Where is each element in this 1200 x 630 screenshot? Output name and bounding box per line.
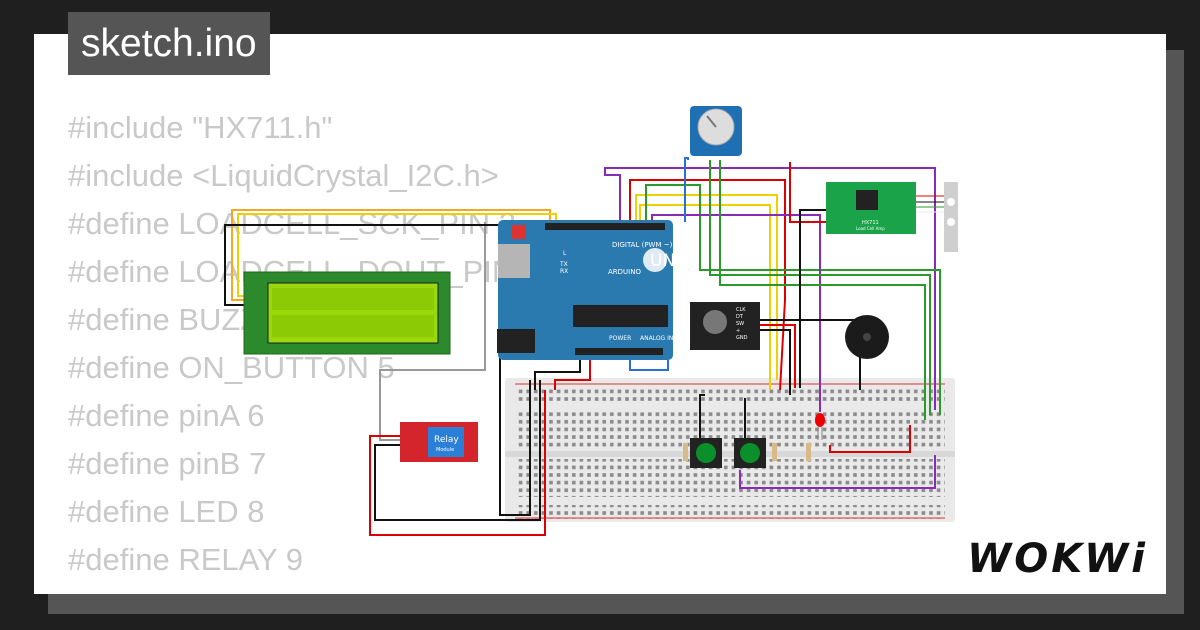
encoder-pin-label: GND (736, 335, 748, 341)
code-line: #define LED 8 (68, 494, 265, 529)
code-line: #define pinA 6 (68, 398, 265, 433)
resistor[interactable] (683, 443, 811, 461)
relay-module[interactable]: Relay Module (400, 422, 478, 462)
arduino-tx-label: TX (559, 261, 568, 268)
arduino-l-label: L (563, 250, 567, 257)
pushbutton-1[interactable] (690, 438, 722, 468)
arduino-board-label: UNO (650, 251, 689, 271)
encoder-pin-label: SW (736, 321, 744, 327)
encoder-pin-label: CLK (736, 307, 746, 313)
encoder-pin-label: DT (736, 314, 744, 320)
hx711-module[interactable]: HX711 Load Cell Amp (826, 182, 916, 234)
code-line: #define ON_BUTTON 5 (68, 350, 395, 385)
code-line: #include "HX711.h" (68, 110, 333, 145)
pushbutton-2[interactable] (734, 438, 766, 468)
wokwi-logo: WOKWi (967, 536, 1148, 582)
encoder-pin-label: + (736, 328, 740, 334)
arduino-analog-label: ANALOG IN (640, 335, 673, 342)
code-line: #include <LiquidCrystal_I2C.h> (68, 158, 499, 193)
relay-label: Relay (434, 435, 459, 445)
code-line: #define pinB 7 (68, 446, 267, 481)
led[interactable] (815, 413, 825, 440)
arduino-rx-label: RX (560, 268, 568, 275)
hx711-sub-label: Load Cell Amp (856, 226, 885, 231)
arduino-brand-label: ARDUINO (608, 268, 641, 276)
arduino-power-label: POWER (609, 335, 631, 342)
potentiometer[interactable] (690, 106, 742, 156)
buzzer[interactable] (845, 315, 889, 359)
arduino-digital-label: DIGITAL (PWM ~) (612, 241, 673, 249)
rotary-encoder[interactable]: CLK DT SW + GND (690, 302, 760, 350)
arduino-on-label: ON (690, 263, 699, 270)
hx711-label: HX711 (862, 220, 879, 226)
lcd-display[interactable] (243, 271, 451, 355)
code-line: #define RELAY 9 (68, 542, 303, 577)
wires (224, 157, 941, 536)
arduino-uno[interactable]: DIGITAL (PWM ~) UNO ARDUINO POWER ANALOG… (497, 220, 699, 360)
load-cell[interactable] (916, 182, 958, 252)
file-tab[interactable]: sketch.ino (68, 12, 270, 75)
relay-sub-label: Module (436, 447, 454, 453)
breadboard[interactable] (505, 378, 955, 522)
